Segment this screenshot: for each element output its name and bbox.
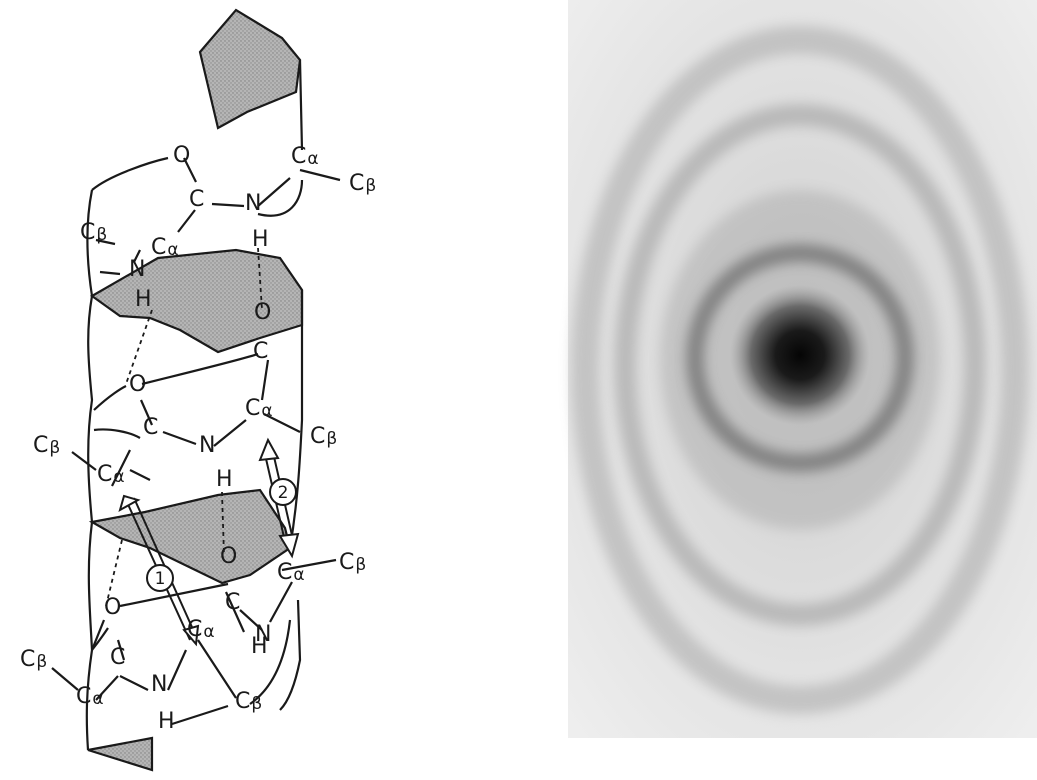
atom-label: C (225, 590, 240, 615)
atom-subscript: β (355, 555, 366, 575)
atom-label: H (158, 709, 175, 734)
atom-subscript: β (365, 176, 376, 196)
atom-subscript: β (326, 429, 337, 449)
backbone-chain-3 (94, 354, 300, 446)
atom-label: N (151, 672, 167, 697)
atom-label: Cβ (310, 424, 337, 449)
atom-label: O (173, 143, 190, 168)
atom-subscript: α (92, 689, 103, 709)
atom-label: C (253, 339, 268, 364)
atom-subscript: β (251, 694, 262, 714)
atom-label: Cα (187, 617, 215, 642)
helix-model (52, 10, 340, 770)
atom-subscript: α (293, 565, 304, 585)
atom-label: Cα (245, 396, 273, 421)
atom-label: N (199, 433, 215, 458)
atom-label: N (245, 191, 261, 216)
helix-ribbon-top (200, 10, 300, 128)
atom-label: Cα (291, 144, 319, 169)
atom-label: Cβ (33, 433, 60, 458)
backbone-left-rail (87, 190, 92, 750)
atom-label: O (104, 595, 121, 620)
atom-subscript: β (96, 225, 107, 245)
diffraction-photo (568, 0, 1037, 738)
atom-label: H (135, 287, 152, 312)
atom-label: Cα (277, 560, 305, 585)
helix-ribbon-bottom (88, 738, 152, 770)
atom-label: C (189, 187, 204, 212)
atom-label: O (254, 300, 271, 325)
atom-subscript: α (261, 401, 272, 421)
atom-subscript: α (113, 467, 124, 487)
atom-label: N (129, 257, 145, 282)
atom-label: Cβ (235, 689, 262, 714)
atom-subscript: β (49, 438, 60, 458)
atom-label: O (129, 372, 146, 397)
atom-label: O (220, 544, 237, 569)
atom-subscript: α (203, 622, 214, 642)
atom-label: C (143, 415, 158, 440)
atom-label: Cβ (349, 171, 376, 196)
marker-2: 2 (270, 479, 296, 505)
marker-label: 2 (278, 483, 289, 503)
atom-label: Cα (151, 235, 179, 260)
backbone-chain-1 (92, 158, 340, 232)
atom-label: Cα (97, 462, 125, 487)
atom-label: C (110, 645, 125, 670)
atom-label: Cα (76, 684, 104, 709)
atom-label: Cβ (339, 550, 366, 575)
atom-label: H (252, 227, 269, 252)
atom-label: H (251, 634, 268, 659)
atom-label: H (216, 467, 233, 492)
marker-1: 1 (147, 565, 173, 591)
atom-subscript: α (307, 149, 318, 169)
atom-label: Cβ (80, 220, 107, 245)
marker-label: 1 (155, 569, 166, 589)
atom-label: Cβ (20, 647, 47, 672)
atom-subscript: β (36, 652, 47, 672)
atom-subscript: α (167, 240, 178, 260)
